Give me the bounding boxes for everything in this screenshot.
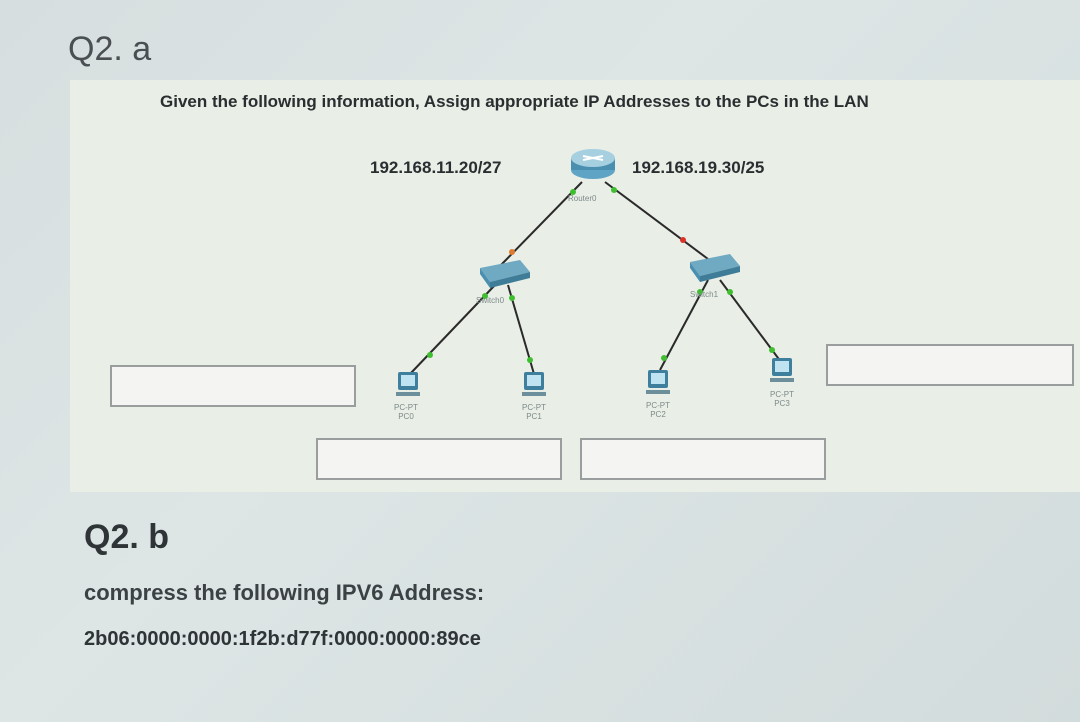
router-icon — [571, 149, 615, 179]
switch1-label: Switch1 — [690, 290, 719, 299]
pc-icon — [396, 372, 420, 396]
ipv6-address: 2b06:0000:0000:1f2b:d77f:0000:0000:89ce — [84, 628, 481, 650]
question-b-title: Q2. b — [84, 518, 170, 556]
question-a-instruction: Given the following information, Assign … — [160, 92, 869, 111]
link-status-dot — [527, 357, 533, 363]
link-status-dot — [509, 295, 515, 301]
link-status-dot — [727, 289, 733, 295]
answer-box-pc3[interactable] — [826, 344, 1074, 386]
pc-icon — [522, 372, 546, 396]
question-b-text: compress the following IPV6 Address: — [84, 580, 485, 605]
router-label: Router0 — [568, 194, 597, 203]
link-status-dot — [427, 352, 433, 358]
switch0-label: Switch0 — [476, 296, 505, 305]
link-status-dot — [482, 293, 488, 299]
pc1-name: PC1 — [526, 412, 542, 421]
link-status-dot — [697, 289, 703, 295]
question-a-title: Q2. a — [68, 30, 152, 68]
pc0-type: PC-PT — [394, 403, 418, 412]
switch-icon — [690, 254, 740, 282]
pc0-name: PC0 — [398, 412, 414, 421]
left-network-label: 192.168.11.20/27 — [370, 158, 502, 177]
link-status-dot — [661, 355, 667, 361]
question-a-panel — [70, 80, 1080, 492]
link-status-dot — [570, 189, 576, 195]
pc3-name: PC3 — [774, 399, 790, 408]
pc3-type: PC-PT — [770, 390, 794, 399]
pc2-label: PC-PT PC2 — [640, 401, 676, 419]
link-status-dot — [769, 347, 775, 353]
link-status-dot — [509, 249, 515, 255]
pc1-type: PC-PT — [522, 403, 546, 412]
pc1-label: PC-PT PC1 — [516, 403, 552, 421]
answer-box-pc2[interactable] — [580, 438, 826, 480]
pc2-name: PC2 — [650, 410, 666, 419]
link-status-dot — [680, 237, 686, 243]
pc-icon — [646, 370, 670, 394]
link-status-dot — [611, 187, 617, 193]
right-network-label: 192.168.19.30/25 — [632, 158, 765, 177]
pc2-type: PC-PT — [646, 401, 670, 410]
pc0-label: PC-PT PC0 — [388, 403, 424, 421]
answer-box-pc1[interactable] — [316, 438, 562, 480]
pc3-label: PC-PT PC3 — [764, 390, 800, 408]
pc-icon — [770, 358, 794, 382]
link-router-switch1 — [604, 181, 713, 263]
answer-box-pc0[interactable] — [110, 365, 356, 407]
link-switch0-pc0 — [409, 284, 496, 375]
switch-icon — [480, 260, 530, 288]
